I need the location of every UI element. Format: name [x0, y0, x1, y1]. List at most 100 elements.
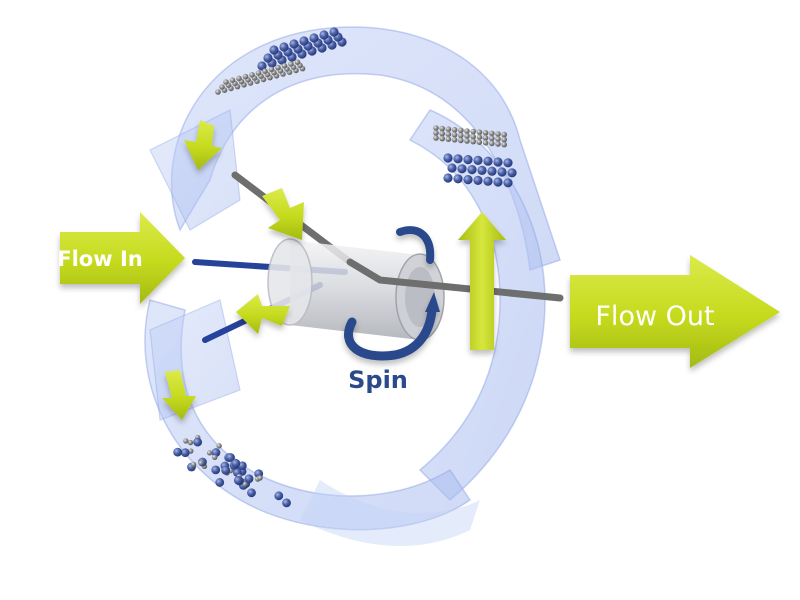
blue-particle [226, 453, 235, 462]
particle-clusters [173, 27, 517, 508]
blue-particle [233, 476, 243, 485]
gray-particle [495, 131, 501, 137]
blue-particle [463, 175, 473, 185]
blue-particle [269, 45, 279, 55]
gray-particle [439, 130, 446, 137]
gray-particle [439, 135, 446, 142]
gray-particle [190, 461, 197, 468]
gray-particle [458, 137, 464, 144]
output-rod [346, 258, 564, 302]
gray-particle [206, 450, 213, 456]
blue-particle [319, 30, 329, 40]
blue-particle [221, 465, 231, 475]
gray-particle [268, 66, 275, 73]
blue-particle [193, 437, 203, 447]
gray-particle [216, 443, 222, 449]
gray-particle [294, 59, 301, 65]
gray-particle [458, 127, 464, 134]
blue-particle [211, 465, 221, 475]
blue-particle [309, 33, 319, 43]
blue-particle [173, 447, 183, 457]
gray-particle [219, 84, 225, 90]
gray-particle [445, 136, 452, 142]
blue-particle [493, 157, 503, 167]
blue-particle [215, 478, 225, 487]
blue-particle [443, 173, 453, 183]
blue-particle [463, 155, 473, 165]
gray-particle [501, 131, 508, 138]
gray-particle [433, 125, 439, 131]
blue-particle [503, 158, 513, 168]
gray-particle [242, 481, 248, 487]
blue-particle [483, 156, 493, 166]
inward-arrow-upper [262, 188, 304, 240]
gray-particle [489, 140, 495, 147]
gray-particle [187, 439, 194, 446]
gray-particle [470, 128, 477, 135]
gray-particle [482, 140, 489, 146]
blue-particle [282, 498, 291, 508]
blue-particle [231, 459, 241, 468]
gray-particle [255, 70, 262, 76]
gray-particle [501, 141, 508, 148]
blue-particle [497, 167, 507, 177]
flow-out-arrow [570, 255, 780, 368]
gray-particle [476, 134, 483, 140]
gray-particle [439, 125, 446, 132]
gray-particle [212, 454, 218, 461]
blue-particle [493, 177, 503, 187]
flow-in-label: Flow In [57, 247, 142, 271]
blue-particle [274, 491, 284, 501]
gray-particle [433, 130, 439, 136]
blue-particle [473, 155, 483, 165]
gray-particle [501, 136, 508, 143]
flow-arrows [60, 120, 780, 420]
blue-particle [279, 42, 289, 52]
gray-particle [495, 136, 501, 142]
gray-particle [489, 130, 495, 137]
blue-particle [447, 163, 457, 173]
blue-particle [457, 164, 467, 174]
gray-particle [451, 127, 458, 133]
rotor-cylinder [267, 238, 445, 341]
gray-particle [288, 61, 294, 67]
gray-particle [464, 138, 470, 144]
gray-particle [495, 141, 501, 147]
gray-particle [451, 137, 458, 143]
blue-particle [477, 165, 487, 175]
down-arrow-icon [184, 120, 222, 170]
gray-particle [476, 139, 483, 145]
blue-particle [473, 175, 483, 185]
blue-particle [244, 474, 254, 484]
gray-particle [242, 73, 249, 80]
flow-out-label: Flow Out [595, 301, 714, 332]
flow-in-arrow [60, 212, 185, 304]
gray-particle [183, 438, 189, 444]
gray-particle [470, 138, 477, 145]
down-arrow-icon [162, 370, 196, 420]
gray-particle [433, 135, 439, 141]
gray-particle [257, 475, 263, 481]
gray-particle [223, 79, 229, 85]
blue-particle [247, 488, 256, 498]
gray-particle [445, 126, 452, 132]
blue-particle [211, 448, 221, 457]
blue-particle [263, 53, 273, 63]
gray-particle [249, 72, 255, 78]
gray-particle [464, 128, 470, 134]
gray-particle [198, 460, 204, 466]
blue-particle [299, 36, 309, 46]
gray-particle [482, 135, 489, 141]
blue-particle [443, 153, 453, 163]
blue-particle [329, 27, 339, 37]
spin-icon [344, 226, 440, 361]
blue-particle [503, 178, 513, 188]
blue-particle [507, 168, 517, 178]
gray-particle [482, 130, 489, 136]
gray-particle [464, 133, 470, 139]
gray-particle [451, 132, 458, 138]
gray-particle [470, 133, 477, 140]
gray-particle [281, 63, 288, 69]
blue-particle [453, 154, 463, 164]
